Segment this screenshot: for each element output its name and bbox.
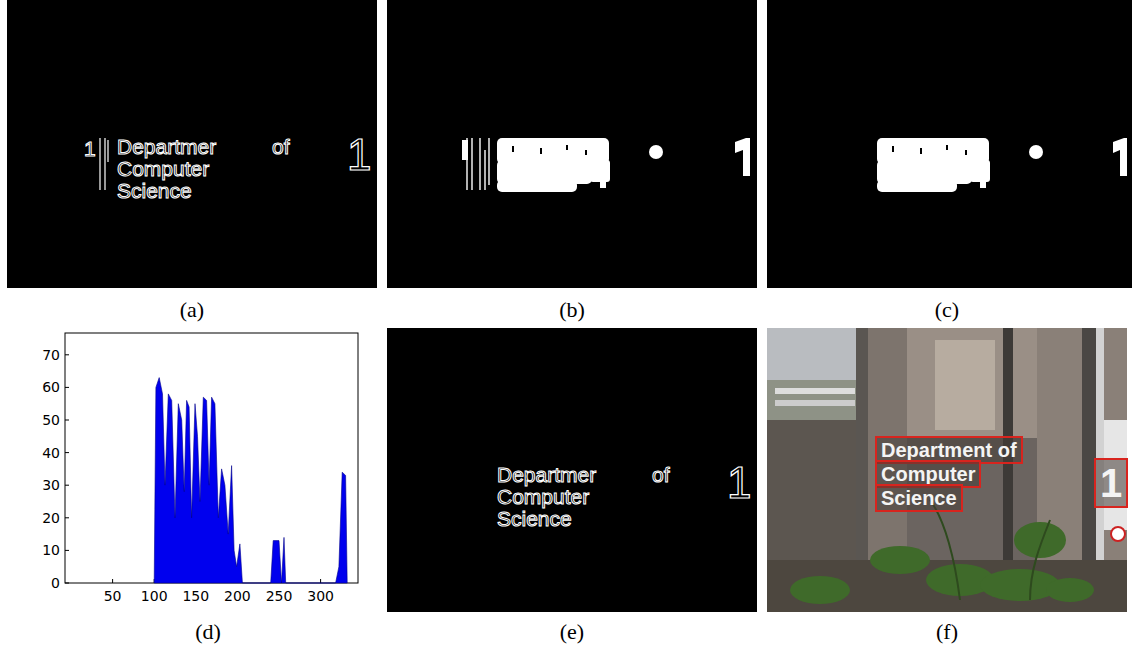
- axis-tick-label: 20: [42, 510, 60, 526]
- edge-text: Computer: [117, 158, 209, 180]
- edge-text: 1: [84, 138, 96, 160]
- axis-tick-label: 100: [141, 588, 168, 604]
- dilated-image: [387, 0, 757, 288]
- panel-label: (f): [936, 620, 958, 644]
- photo: [767, 328, 1127, 612]
- detection-box: Science: [875, 484, 963, 512]
- edge-image: [387, 328, 757, 612]
- axis-tick-label: 50: [104, 588, 122, 604]
- edge-text: Computer: [497, 486, 589, 508]
- axis-tick-label: 60: [42, 379, 60, 395]
- axis-tick-label: 250: [266, 588, 293, 604]
- detection-box: 1: [1094, 458, 1128, 508]
- blob-gaps: [892, 145, 967, 155]
- edge-text: 1: [727, 461, 751, 505]
- edge-bars: [467, 138, 489, 190]
- axis-tick-label: 70: [42, 347, 60, 363]
- text-blobs: [877, 138, 1127, 192]
- box-text: 1: [1100, 461, 1122, 505]
- panel-label: (b): [559, 298, 585, 322]
- blob-gaps: [512, 145, 587, 155]
- box-text: Computer: [881, 463, 975, 485]
- text-blobs: [462, 138, 750, 192]
- axis-tick-label: 40: [42, 445, 60, 461]
- chart-frame: [65, 333, 358, 583]
- axis-tick-label: 0: [51, 575, 60, 591]
- panel-label: (e): [560, 620, 584, 644]
- box-text: Department of: [881, 439, 1017, 461]
- panel-label: (c): [935, 298, 959, 322]
- edge-image: [7, 0, 377, 288]
- panel-label: (d): [195, 620, 221, 644]
- edge-bars: [100, 138, 108, 190]
- axis-tick-label: 10: [42, 542, 60, 558]
- edge-text: Departmer: [117, 136, 216, 158]
- edge-text: of: [652, 464, 670, 486]
- edge-text: Departmer: [497, 464, 596, 486]
- edge-text: Science: [117, 180, 192, 202]
- axis-tick-label: 50: [42, 412, 60, 428]
- edge-text: Science: [497, 508, 572, 530]
- axis-tick-label: 300: [307, 588, 334, 604]
- box-text: Science: [881, 487, 957, 509]
- axis-tick-label: 200: [224, 588, 251, 604]
- histogram-area: [154, 378, 347, 583]
- axis-tick-label: 30: [42, 477, 60, 493]
- filtered-image: [767, 0, 1132, 288]
- panel-label: (a): [180, 298, 204, 322]
- edge-text: 1: [347, 133, 371, 177]
- edge-text: of: [272, 136, 290, 158]
- axis-tick-label: 150: [182, 588, 209, 604]
